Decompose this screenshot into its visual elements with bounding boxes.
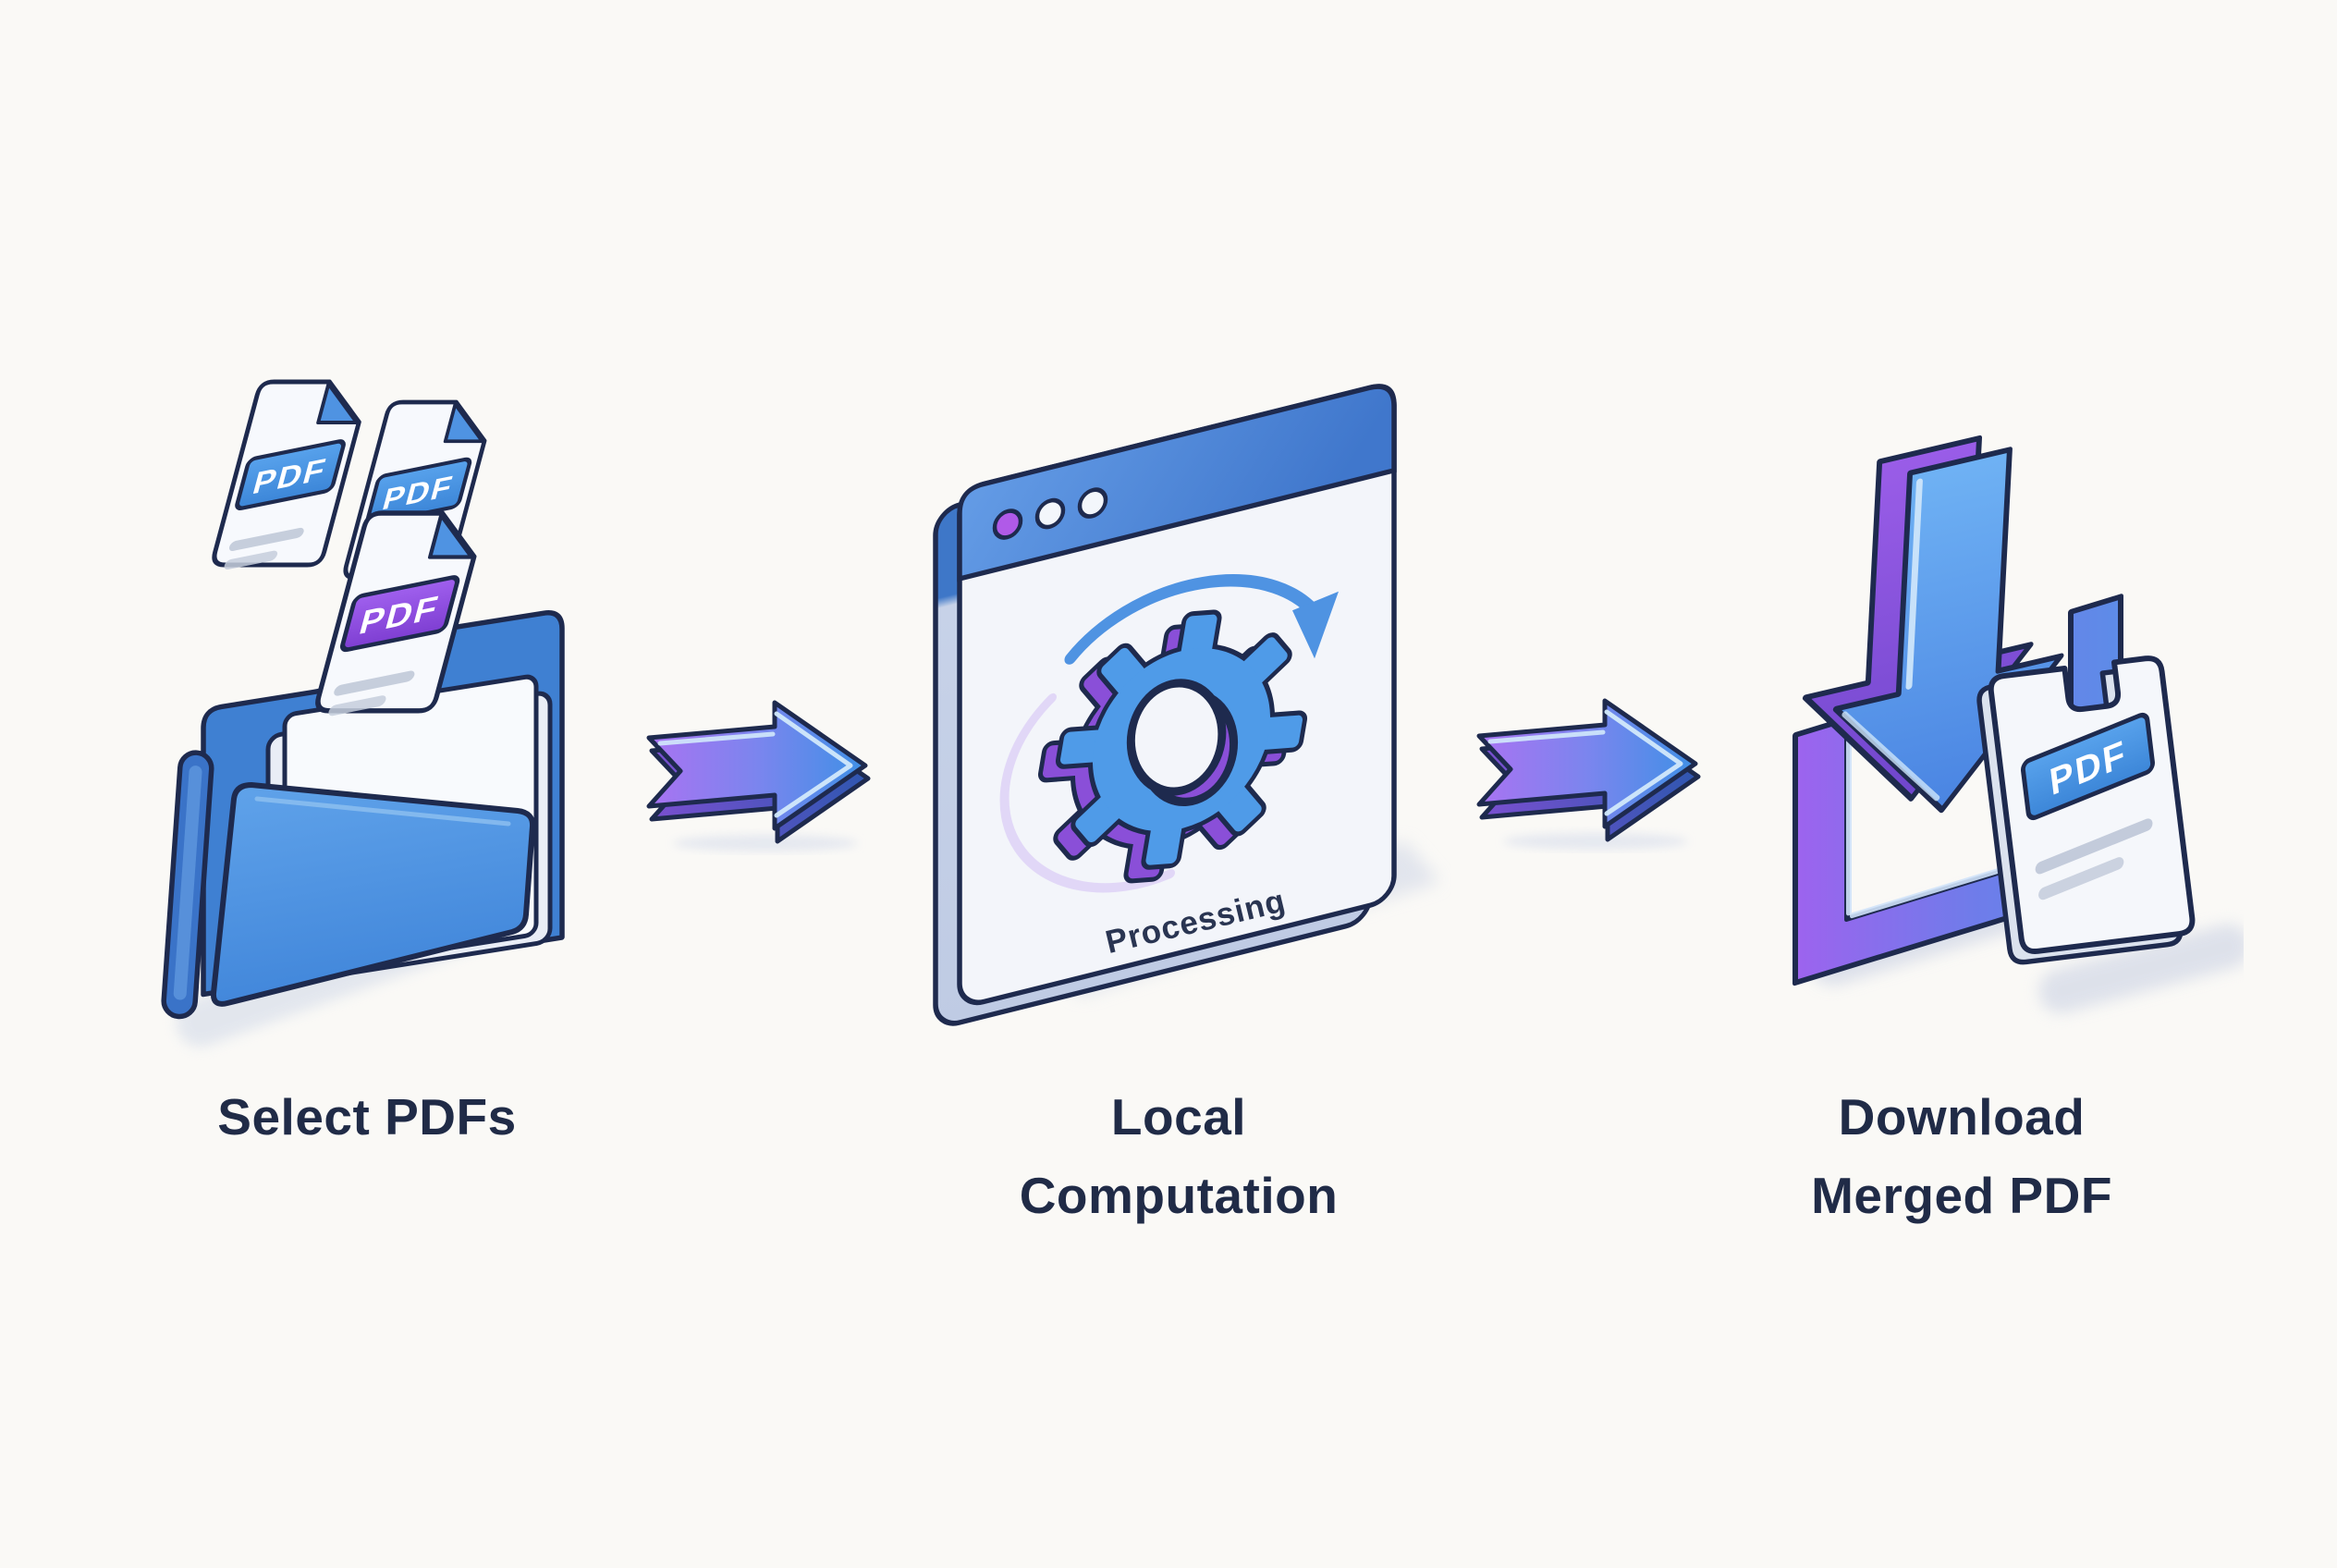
step-label-download-merged-pdf: Download Merged PDF xyxy=(1811,1088,2112,1224)
pdf-file-3: PDF xyxy=(315,510,477,717)
arrow-face xyxy=(646,700,868,831)
pdf-badge xyxy=(339,575,460,653)
window-dot-icon xyxy=(1077,487,1108,519)
arrow-face xyxy=(1476,698,1698,829)
pdf-badge xyxy=(235,439,346,510)
doc-text-line xyxy=(224,550,278,570)
folder-front xyxy=(210,782,536,1007)
arrow-shadow xyxy=(673,835,858,851)
doc-text-line xyxy=(334,670,415,696)
doc-text-line xyxy=(2038,857,2124,900)
step-label-select-pdfs: Select PDFs xyxy=(217,1088,517,1145)
spin-arrow-head xyxy=(1292,591,1339,659)
spin-arc-faint xyxy=(999,692,1175,893)
flow-arrow-icon xyxy=(1476,698,1701,850)
pdf-shadow xyxy=(2038,924,2244,1013)
folder-with-pdfs-icon: PDF PDF PDF xyxy=(161,379,565,1047)
page-fold-icon xyxy=(427,513,474,559)
browser-processing-icon: Processing xyxy=(933,384,1440,1026)
window-dot-icon xyxy=(1034,497,1066,530)
flow-arrow-icon xyxy=(646,700,871,851)
folder-spine xyxy=(161,750,214,1020)
gear-icon xyxy=(1023,606,1322,887)
doc-text-line xyxy=(328,695,386,717)
doc-text-line xyxy=(2035,818,2153,875)
merged-pdf-file: PDF xyxy=(1976,655,2196,965)
doc-text-line xyxy=(228,527,304,551)
step-label-local-computation: Local Computation xyxy=(1019,1088,1339,1224)
download-merged-pdf-icon: PDF xyxy=(1793,435,2244,1013)
page-fold-icon xyxy=(443,402,485,444)
page-fold-icon xyxy=(316,382,360,424)
window-dot-icon xyxy=(992,508,1023,540)
arrow-shadow xyxy=(1503,833,1688,850)
spin-arrow-icon xyxy=(1064,574,1325,665)
pdf-badge xyxy=(2021,712,2155,821)
pdf-file-1: PDF xyxy=(212,379,361,570)
browser-titlebar xyxy=(957,384,1397,582)
